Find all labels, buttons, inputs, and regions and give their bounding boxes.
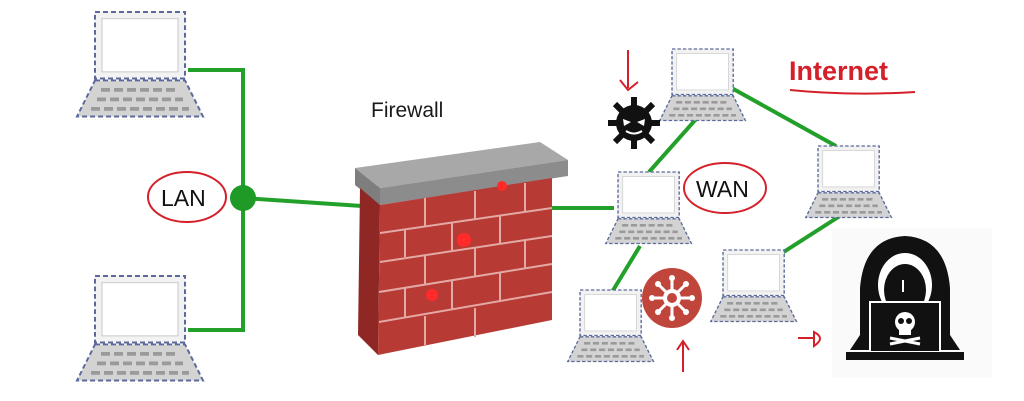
lan-annotation-oval (147, 171, 227, 223)
link-laptop-bottom-to-hub (188, 198, 245, 332)
link-wan-center-to-lower (610, 244, 642, 294)
laptop-icon[interactable] (658, 47, 747, 122)
network-links (188, 68, 845, 332)
wan-label: WAN (696, 176, 749, 202)
laptop-icon[interactable] (566, 288, 655, 363)
skull-icon (889, 312, 921, 346)
firewall-icon (355, 142, 568, 355)
malware-bug-icon (608, 97, 660, 149)
laptop-icon[interactable] (604, 170, 693, 245)
hub-node-icon (230, 185, 256, 211)
arrow-annotation (798, 330, 821, 348)
laptop-icon[interactable] (75, 274, 205, 383)
internet-underline (789, 89, 916, 95)
arrow-annotation (676, 339, 690, 372)
laptop-icon[interactable] (75, 10, 205, 119)
virus-icon (642, 268, 702, 328)
firewall-label: Firewall (371, 99, 443, 122)
link-laptop-top-to-hub (188, 68, 245, 198)
hacker-icon (832, 228, 992, 378)
link-upper-to-right (727, 84, 837, 148)
lan-label: LAN (161, 185, 206, 211)
arrow-annotation (619, 50, 639, 92)
internet-label: Internet (789, 56, 888, 86)
wan-annotation-oval (683, 162, 767, 214)
laptop-icon[interactable] (709, 248, 798, 323)
link-hub-to-firewall (242, 196, 363, 208)
link-wan-center-to-upper (647, 116, 699, 174)
laptop-icon[interactable] (804, 144, 893, 219)
